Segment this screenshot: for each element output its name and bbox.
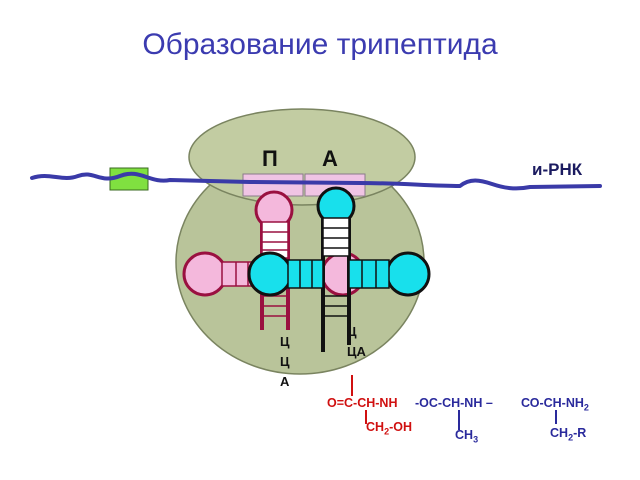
peptide-third-sidechain: СН2-R [550,426,587,443]
anticodon-left-2: Ц [280,354,290,369]
peptide-second-residue: -ОС-СН-NH – [415,396,493,410]
trna-a-site [247,186,431,352]
anticodon-left: Ц Ц А [280,332,290,392]
peptide-first-sidechain: СН2-ОН [366,420,412,437]
anticodon-left-3: А [280,374,290,389]
mrna-strand [30,171,602,191]
anticodon-left-1: Ц [280,334,290,349]
peptide-first-residue: О=С-СН-NH [327,396,398,410]
anticodon-right-2: ЦА [347,344,366,359]
anticodon-right-1: Ц [347,324,357,339]
mrna-label: и-РНК [532,160,583,179]
peptide-third-residue: СО-СН-NH2 [521,396,589,413]
p-site-label: П [262,146,278,171]
a-site-label: А [322,146,338,171]
slide-title: Образование трипептида [142,28,498,61]
anticodon-right: Ц ЦА [347,322,366,362]
peptide-second-sidechain: СН3 [455,428,479,445]
